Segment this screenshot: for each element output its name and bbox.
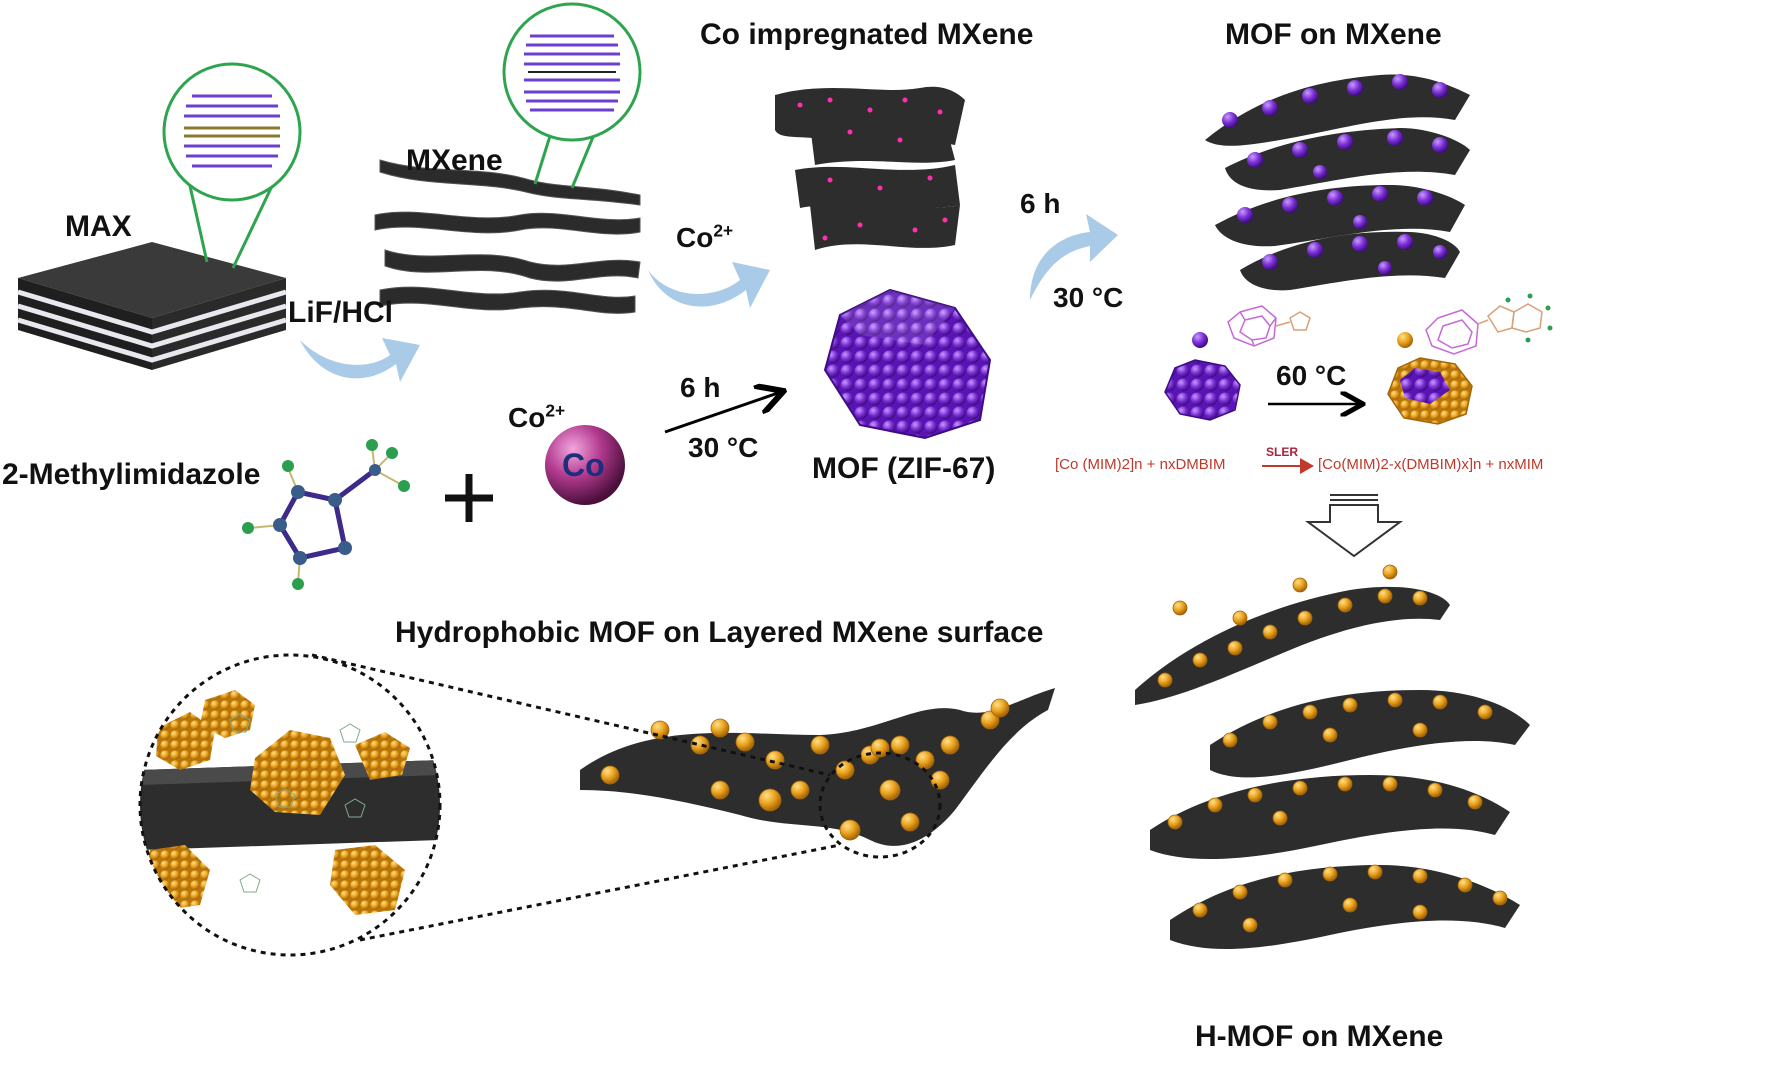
max-zoom-lens [162,62,302,269]
mof-particles-purple [1222,74,1448,275]
plus-sign [445,474,493,522]
zif67-small-crystal [1164,359,1241,421]
co-impregnated-title: Co impregnated MXene [700,18,1034,51]
methylimidazole-label: 2-Methylimidazole [2,458,261,491]
temp-top-label: 30 °C [1053,282,1124,313]
co-ion2-charge: 2+ [545,400,566,421]
h-mof-on-mxene-title: H-MOF on MXene [1195,1020,1444,1053]
time-top-label: 6 h [1020,188,1061,219]
co-impregnated-mxene-stack [775,86,965,250]
temp-sler-label: 60 °C [1276,360,1347,391]
arrow-zif67-synthesis [664,393,778,434]
mof-on-mxene-title: MOF on MXene [1225,18,1442,51]
cobalt-ion-orange [1397,332,1413,348]
lif-hcl-label: LiF/HCl [288,296,393,329]
co-ion2-base: Co [508,402,546,433]
arrow-lif-hcl [300,338,420,382]
zoom-region-dotted [818,751,942,859]
zif-cage-wireframe-left [1227,305,1311,347]
cobalt-sphere [545,425,625,505]
co-ion-label-top: Co2+ [676,222,733,254]
zoom-magnifier [138,653,442,957]
max-label: MAX [65,210,132,243]
hydrophobic-mxene-sheet [580,688,1055,846]
mxene-zoom-lens [502,2,642,189]
time-mid-label: 6 h [680,372,721,403]
mxene-label: MXene [406,144,503,177]
mof-on-mxene-stack [1205,74,1470,291]
zif-cage-wireframe-right [1425,293,1553,355]
h-mof-on-mxene-stack [1135,586,1530,950]
hmof-small-crystal [1387,357,1473,425]
methylimidazole-molecule [242,439,410,590]
zif67-crystal [823,288,992,440]
hydrophobic-title: Hydrophobic MOF on Layered MXene surface [395,616,1044,649]
reaction-right-text: [Co(MIM)2-x(DMBIM)x]n + nxMIM [1318,456,1544,473]
co-ion-base: Co [676,222,714,253]
cobalt-dots [797,97,948,241]
mof-zif67-label: MOF (ZIF-67) [812,452,996,485]
co-ion-label-mid: Co2+ [508,402,565,434]
temp-mid-label: 30 °C [688,432,759,463]
hmof-particles [1157,564,1508,933]
sler-label: SLER [1266,445,1299,459]
cobalt-sphere-label: Co [562,447,605,483]
arrow-mof-growth [1030,214,1118,300]
arrow-co-impregnation [648,262,770,308]
zoom-connector-lines [311,653,841,942]
co-ion-charge: 2+ [713,220,734,241]
mxene-stack [374,159,641,314]
down-hollow-arrow [1304,494,1404,558]
hydrophobic-mof-particles [600,698,1010,841]
cobalt-ion-small [1192,332,1208,348]
max-block [17,242,287,370]
reaction-left-text: [Co (MIM)2]n + nxDMBIM [1055,456,1226,473]
